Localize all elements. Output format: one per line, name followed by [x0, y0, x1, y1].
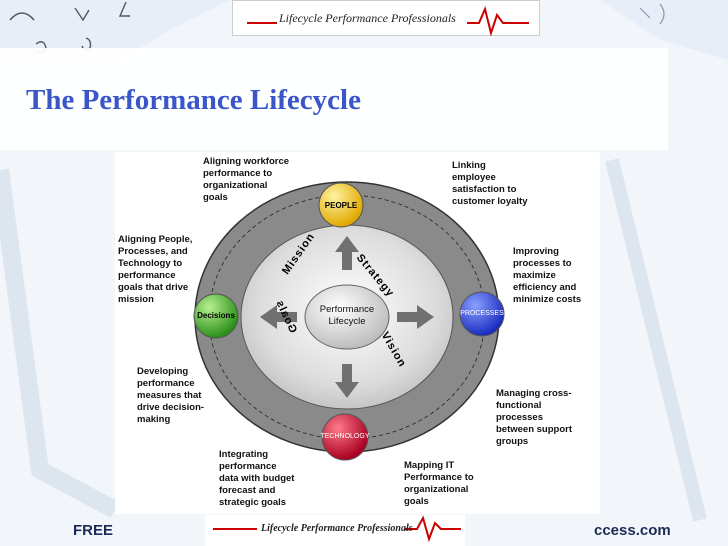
node-label-decisions: Decisions	[197, 311, 235, 320]
slide-title: The Performance Lifecycle	[26, 84, 361, 116]
node-label-processes: PROCESSES	[460, 310, 504, 317]
caption-bottom-left: Integrating performance data with budget…	[219, 449, 295, 508]
node-technology	[321, 413, 369, 461]
node-decisions	[193, 293, 239, 339]
footer-logo: Lifecycle Performance Professionals	[205, 515, 465, 546]
caption-right-lower: Managing cross- functional processes bet…	[496, 388, 573, 447]
footer-logo-text: Lifecycle Performance Professionals	[261, 523, 413, 534]
caption-left-upper: Aligning People, Processes, and Technolo…	[118, 234, 193, 305]
direction-arrows	[260, 236, 434, 398]
center-label: Performance Lifecycle	[319, 304, 375, 327]
node-label-technology: TECHNOLOGY	[320, 433, 370, 440]
node-people	[318, 182, 364, 228]
caption-right-upper: Improving processes to maximize efficien…	[513, 246, 582, 305]
logo-text: Lifecycle Performance Professionals	[279, 11, 456, 25]
footer-left-text: FREE	[73, 522, 114, 539]
title-band	[0, 48, 668, 150]
node-processes	[459, 291, 505, 337]
header-logo: Lifecycle Performance Professionals	[232, 0, 540, 37]
center-hub	[304, 284, 390, 350]
logo-pulse-icon	[247, 5, 529, 37]
caption-top-right: Linking employee satisfaction to custome…	[452, 160, 528, 207]
node-label-people: PEOPLE	[324, 201, 358, 210]
caption-left-lower: Developing performance measures that dri…	[137, 366, 205, 425]
caption-bottom-right: Mapping IT Performance to organizational…	[404, 460, 474, 507]
footer-right-text: ccess.com	[594, 522, 671, 539]
footer-pulse-icon	[213, 515, 461, 543]
caption-top-left: Aligning workforce performance to organi…	[203, 156, 290, 203]
lifecycle-diagram: Mission Strategy Vision Goals Performanc…	[115, 152, 600, 514]
